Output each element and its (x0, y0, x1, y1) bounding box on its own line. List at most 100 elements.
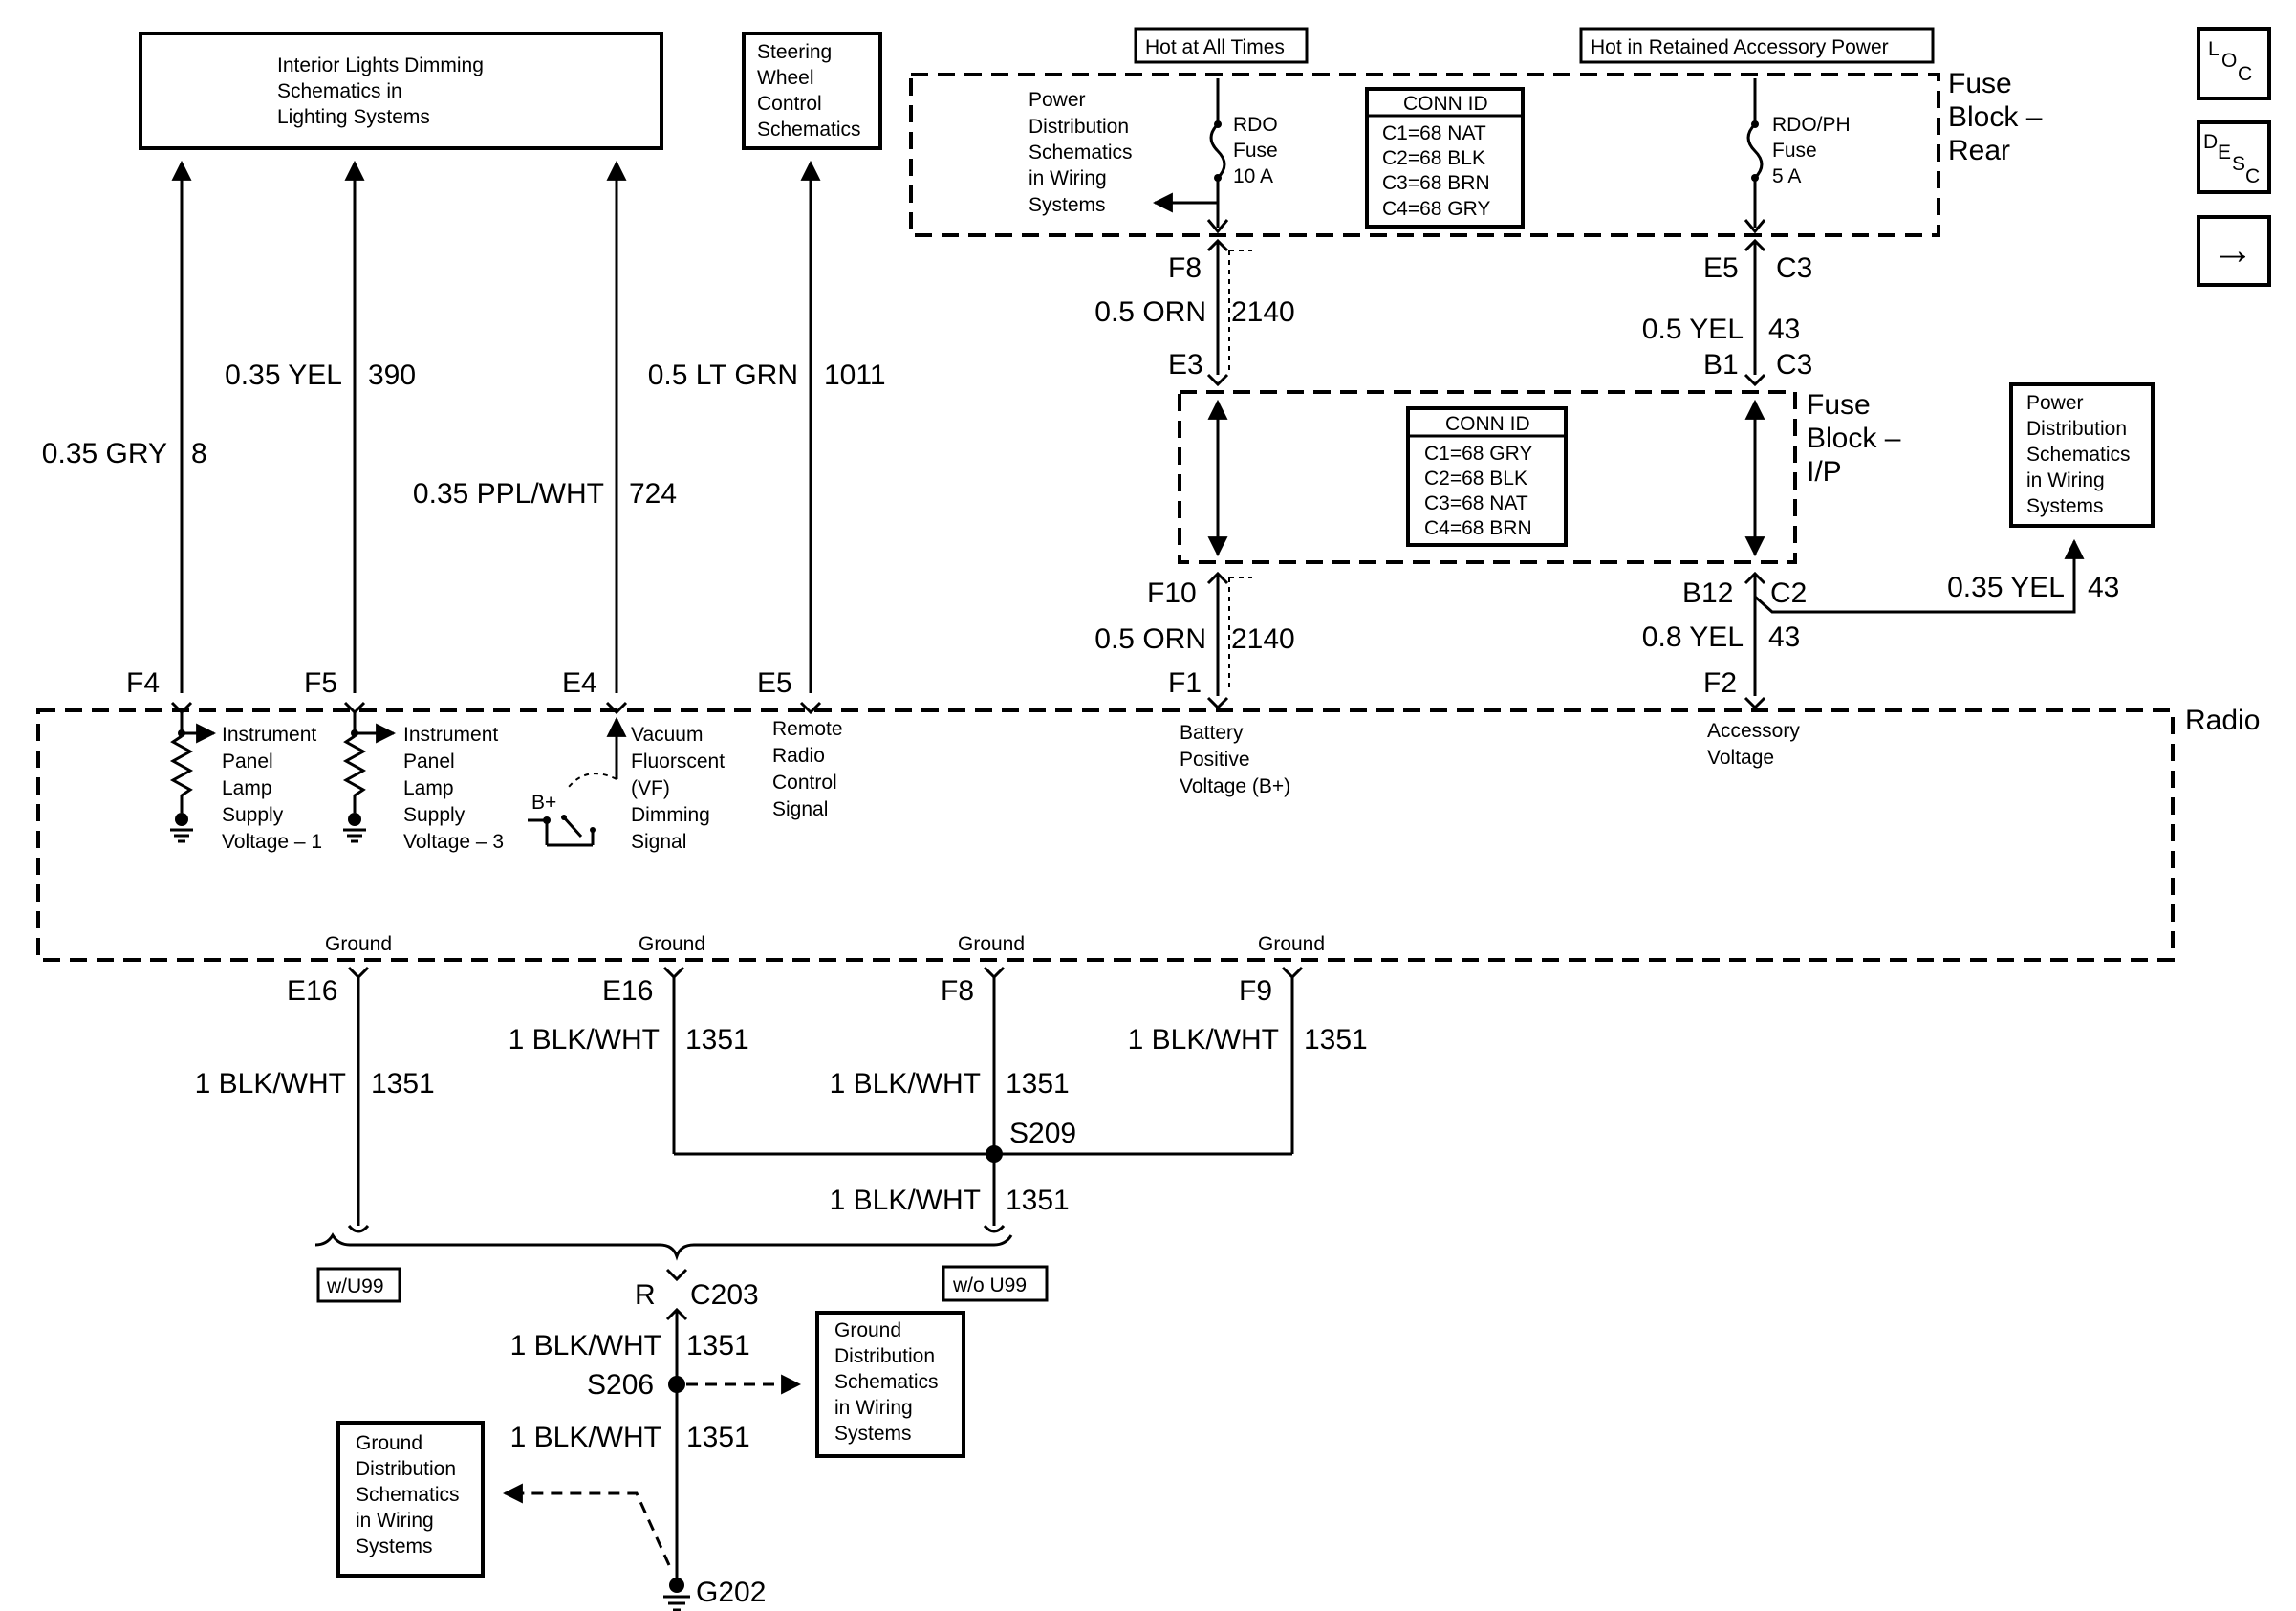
next-page-button[interactable]: → (2197, 215, 2271, 287)
fuse-block-title: Fuse (1807, 389, 1871, 421)
ref-line: Steering (757, 41, 832, 63)
svg-text:Signal: Signal (772, 798, 828, 820)
wire-color-label: 1 BLK/WHT (1128, 1024, 1279, 1056)
fuse-block-title: I/P (1807, 456, 1842, 488)
svg-text:w/o U99: w/o U99 (952, 1274, 1027, 1296)
svg-text:C1=68 GRY: C1=68 GRY (1424, 443, 1532, 465)
ref-line: Systems (834, 1423, 912, 1445)
wire-circuit-label: 43 (2088, 572, 2119, 603)
wire-color-label: 1 BLK/WHT (830, 1068, 981, 1099)
splice-s209: S209 1 BLK/WHT 1351 (830, 1118, 1076, 1216)
radio-module: Radio Instrument Panel Lamp Supply Volta… (36, 701, 2260, 962)
pin-label: F8 (941, 975, 974, 1007)
splice-s206: S206 1 BLK/WHT 1351 (510, 1369, 802, 1453)
wire-circuit-label: 1351 (686, 1330, 750, 1361)
wire-lt-grn-1011: 0.5 LT GRN 1011 E5 (648, 160, 886, 699)
wire-color-label: 1 BLK/WHT (509, 1024, 660, 1056)
svg-text:S206: S206 (587, 1369, 654, 1401)
wire-color-label: 1 BLK/WHT (195, 1068, 346, 1099)
svg-text:Control: Control (772, 772, 837, 794)
ground-label: Ground (325, 933, 392, 955)
svg-text:Dimming: Dimming (631, 804, 710, 826)
conn-id-box-ip: CONN ID C1=68 GRY C2=68 BLK C3=68 NAT C4… (1406, 406, 1568, 547)
fuse-block-title: Fuse (1948, 68, 2012, 99)
ground-distribution-reference-left[interactable]: Ground Distribution Schematics in Wiring… (336, 1421, 485, 1578)
desc-letter: S (2232, 153, 2245, 175)
svg-text:Instrument: Instrument (403, 724, 498, 746)
fuse-block-ip: Fuse Block – I/P CONN ID C1=68 GRY C2=68… (1178, 389, 1901, 564)
power-distribution-reference[interactable]: Power Distribution Schematics in Wiring … (2009, 382, 2155, 528)
ground-wire-f8: F8 1 BLK/WHT 1351 (830, 966, 1070, 1233)
pin-label: F9 (1239, 975, 1272, 1007)
wire-color-label: 0.8 YEL (1642, 621, 1744, 653)
ref-line: Ground (834, 1319, 901, 1341)
svg-text:C3=68 BRN: C3=68 BRN (1382, 172, 1490, 194)
wire-circuit-label: 1351 (371, 1068, 435, 1099)
option-without-u99-label: w/o U99 (942, 1265, 1049, 1302)
desc-letter: D (2203, 131, 2218, 153)
svg-text:Lamp: Lamp (222, 777, 272, 799)
svg-text:Accessory: Accessory (1707, 720, 1800, 742)
conn-pin-label: R (635, 1279, 656, 1311)
power-distribution-note: Schematics (1029, 142, 1133, 163)
ref-line: in Wiring (834, 1397, 913, 1419)
svg-text:Signal: Signal (631, 831, 686, 853)
pin-label: F1 (1168, 667, 1202, 699)
svg-text:Fuse: Fuse (1772, 140, 1817, 162)
wire-color-label: 1 BLK/WHT (510, 1422, 661, 1453)
svg-text:Hot at All Times: Hot at All Times (1145, 36, 1285, 58)
remote-control-input: Remote Radio Control Signal (772, 718, 843, 820)
pin-label: B12 (1682, 577, 1733, 609)
svg-text:Instrument: Instrument (222, 724, 316, 746)
svg-text:Fuse: Fuse (1233, 140, 1278, 162)
wire-circuit-label: 1351 (686, 1422, 750, 1453)
wire-circuit-label: 8 (191, 438, 207, 469)
location-button[interactable]: L O C (2197, 27, 2271, 100)
steering-wheel-reference[interactable]: Steering Wheel Control Schematics (742, 32, 882, 150)
ref-line: Systems (356, 1535, 433, 1557)
ref-line: Control (757, 93, 822, 115)
ref-line: Ground (356, 1432, 422, 1454)
svg-text:Supply: Supply (222, 804, 284, 826)
svg-text:Battery: Battery (1180, 722, 1244, 744)
accessory-input: Accessory Voltage (1707, 720, 1800, 769)
svg-text:Remote: Remote (772, 718, 843, 740)
svg-text:RDO: RDO (1233, 114, 1278, 136)
ref-line: Wheel (757, 67, 814, 89)
wire-circuit-label: 2140 (1231, 623, 1295, 655)
svg-text:C3=68 NAT: C3=68 NAT (1424, 492, 1528, 514)
svg-text:CONN ID: CONN ID (1403, 93, 1488, 115)
wire-yel-390: 0.35 YEL 390 F5 (225, 160, 416, 699)
rdo-ph-fuse: RDO/PH Fuse 5 A (1744, 78, 1851, 234)
conn-label: C203 (690, 1279, 759, 1311)
ref-line: in Wiring (2026, 469, 2105, 491)
connector-c203: R C203 (635, 1268, 759, 1321)
svg-text:Vacuum: Vacuum (631, 724, 703, 746)
svg-text:C2=68 BLK: C2=68 BLK (1382, 147, 1485, 169)
radio-title: Radio (2185, 705, 2260, 736)
fuse-block-title: Rear (1948, 135, 2010, 166)
description-button[interactable]: D E S C (2197, 120, 2271, 194)
wire-orn-2140-upper: F8 0.5 ORN 2140 E3 (1094, 238, 1295, 387)
ground-wire-to-s206: 1 BLK/WHT 1351 (510, 1312, 750, 1579)
pin-label: F4 (126, 667, 160, 699)
ground-distribution-reference-mid[interactable]: Ground Distribution Schematics in Wiring… (815, 1311, 965, 1458)
wire-color-label: 0.5 ORN (1094, 296, 1206, 328)
pin-label: F8 (1168, 252, 1202, 284)
fuse-block-rear: Fuse Block – Rear Power Distribution Sch… (909, 68, 2043, 237)
wire-circuit-label: 2140 (1231, 296, 1295, 328)
svg-text:(VF): (VF) (631, 777, 670, 799)
wire-color-label: 0.35 YEL (225, 359, 342, 391)
svg-text:Hot in Retained Accessory Powe: Hot in Retained Accessory Power (1591, 36, 1889, 58)
ref-line: Interior Lights Dimming (277, 54, 484, 76)
svg-text:Panel: Panel (403, 751, 455, 773)
svg-text:Voltage – 1: Voltage – 1 (222, 831, 322, 853)
svg-text:S209: S209 (1009, 1118, 1076, 1149)
svg-text:10 A: 10 A (1233, 165, 1273, 187)
pin-label: E5 (757, 667, 792, 699)
ground-label: Ground (639, 933, 705, 955)
ref-line: Power (2026, 392, 2084, 414)
interior-lights-reference[interactable]: Interior Lights Dimming Schematics in Li… (139, 32, 663, 150)
svg-text:Voltage (B+): Voltage (B+) (1180, 775, 1290, 797)
ref-line: Schematics (757, 119, 861, 141)
